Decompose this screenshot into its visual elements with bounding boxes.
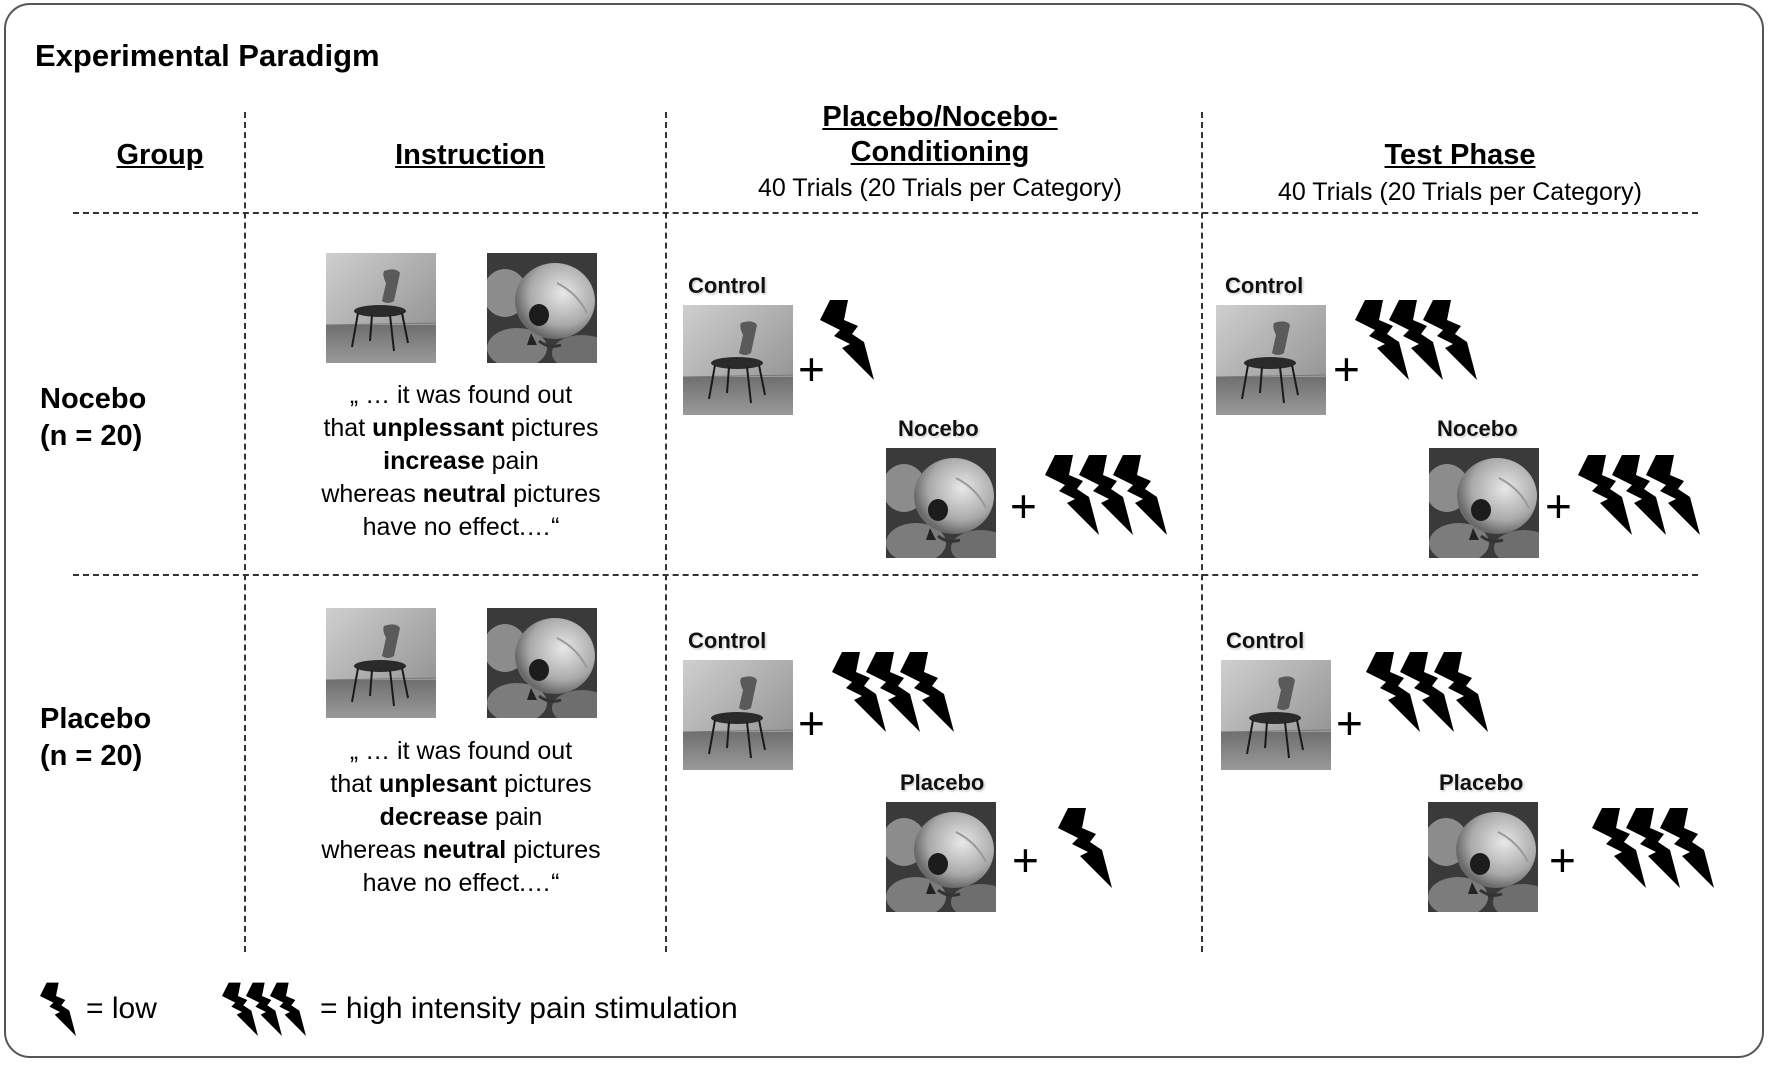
header-group: Group [116,139,204,171]
chair-photo-icon [683,660,793,770]
lightning-bolt-icon [1058,808,1112,888]
chair-photo-icon [326,253,436,363]
chair-photo-icon [326,608,436,718]
plus-sign: + [1336,697,1363,749]
header-test-subtitle: 40 Trials (20 Trials per Category) [1277,178,1643,206]
instruction-line: have no effect.…“ [362,513,560,541]
label-control: Control [688,273,767,298]
skull-photo-icon [886,802,996,912]
label-placebo: Placebo [1439,770,1524,795]
plus-sign: + [798,343,825,395]
header-conditioning-line2: Conditioning [850,136,1030,168]
row-divider-groups [73,574,1698,576]
label-nocebo: Nocebo [898,416,979,441]
instruction-line: „ … it was found out [349,381,573,409]
triple-lightning-bolt-icon [222,982,306,1036]
lightning-bolt-icon [820,300,874,380]
triple-lightning-bolt-icon [1366,652,1488,732]
instruction-line: whereas neutral pictures [321,480,601,508]
header-conditioning-subtitle: 40 Trials (20 Trials per Category) [757,174,1123,202]
group-label-nocebo: Nocebo (n = 20) [40,381,146,455]
label-nocebo: Nocebo [1437,416,1518,441]
skull-photo-icon [1428,802,1538,912]
group-size: (n = 20) [40,740,143,772]
header-conditioning: Placebo/Nocebo- Conditioning [740,100,1140,170]
label-placebo: Placebo [900,770,985,795]
instruction-line: whereas neutral pictures [321,836,601,864]
instruction-line: that unplesant pictures [330,770,592,798]
column-divider-3 [1201,112,1203,952]
chair-photo-icon [1221,660,1331,770]
chair-photo-icon [683,305,793,415]
label-control: Control [688,628,767,653]
triple-lightning-bolt-icon [1355,300,1477,380]
triple-lightning-bolt-icon [832,652,954,732]
group-label-placebo: Placebo (n = 20) [40,701,151,775]
instruction-text-placebo: „ … it was found out that unplesant pict… [276,735,646,900]
group-name: Placebo [40,703,152,735]
skull-photo-icon [487,608,597,718]
instruction-line: that unplessant pictures [323,414,599,442]
skull-photo-icon [1429,448,1539,558]
header-test-phase: Test Phase [1384,139,1536,171]
plus-sign: + [1012,834,1039,886]
skull-photo-icon [487,253,597,363]
instruction-line: increase pain [383,447,539,475]
column-divider-1 [244,112,246,952]
header-instruction: Instruction [395,139,545,171]
diagram-frame [4,3,1764,1058]
triple-lightning-bolt-icon [1045,455,1167,535]
plus-sign: + [1010,480,1037,532]
label-control: Control [1225,273,1304,298]
header-conditioning-line1: Placebo/Nocebo- [822,101,1058,133]
legend-low-text: = low [86,992,157,1025]
instruction-line: decrease pain [379,803,543,831]
instruction-line: „ … it was found out [349,737,573,765]
chair-photo-icon [1216,305,1326,415]
diagram-title: Experimental Paradigm [35,38,380,73]
triple-lightning-bolt-icon [1578,455,1700,535]
lightning-bolt-icon [40,982,76,1036]
plus-sign: + [1333,343,1360,395]
column-divider-2 [665,112,667,952]
legend-high-text: = high intensity pain stimulation [320,992,738,1025]
row-divider-header [73,212,1698,214]
plus-sign: + [1545,480,1572,532]
plus-sign: + [798,697,825,749]
instruction-line: have no effect.…“ [362,869,560,897]
triple-lightning-bolt-icon [1592,808,1714,888]
group-size: (n = 20) [40,420,143,452]
skull-photo-icon [886,448,996,558]
plus-sign: + [1549,834,1576,886]
instruction-text-nocebo: „ … it was found out that unplessant pic… [276,379,646,544]
label-control: Control [1226,628,1305,653]
group-name: Nocebo [40,383,147,415]
